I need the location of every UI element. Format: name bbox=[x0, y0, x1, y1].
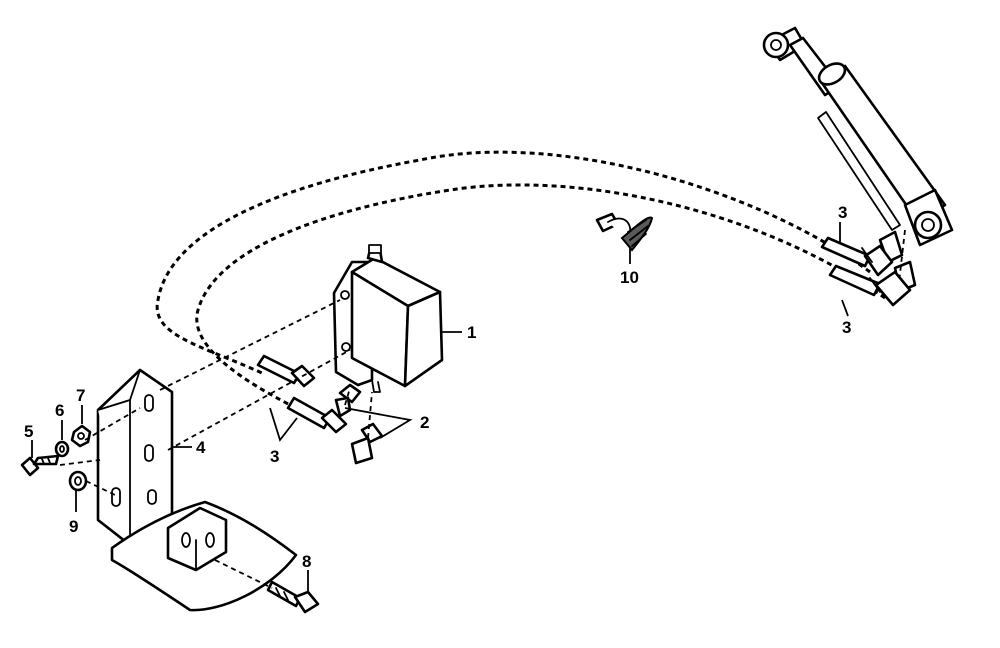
elbow-fitting-lower bbox=[350, 422, 384, 465]
hose-lines bbox=[155, 150, 886, 412]
washer-item-6 bbox=[54, 440, 70, 458]
callout-5: 5 bbox=[24, 422, 33, 441]
callout-4: 4 bbox=[196, 438, 206, 457]
hydraulic-cylinder bbox=[762, 26, 954, 301]
nut-item-7 bbox=[70, 424, 92, 448]
bolt-item-8 bbox=[266, 580, 320, 614]
bolt-item-5 bbox=[20, 454, 60, 477]
callout-7: 7 bbox=[76, 386, 85, 405]
hose-fitting-lower-right bbox=[828, 264, 912, 307]
hose-fitting-upper-right bbox=[820, 236, 894, 277]
callout-8: 8 bbox=[302, 552, 311, 571]
callout-1: 1 bbox=[467, 323, 476, 342]
hose-fitting-lower-left bbox=[286, 396, 348, 434]
callout-3-lower-right: 3 bbox=[842, 318, 851, 337]
assembly-guide-lines bbox=[59, 299, 373, 589]
callout-3-center: 3 bbox=[270, 447, 279, 466]
elbow-fitting-upper bbox=[334, 383, 362, 418]
callout-9: 9 bbox=[69, 517, 78, 536]
hose-fitting-upper-left bbox=[256, 354, 316, 388]
callout-2: 2 bbox=[420, 413, 429, 432]
wire-harness bbox=[595, 212, 654, 252]
washer-item-9 bbox=[68, 470, 88, 492]
mounting-bracket bbox=[96, 368, 174, 547]
callout-labels: 1 2 3 3 3 4 5 6 7 8 9 10 bbox=[24, 203, 851, 571]
callout-10: 10 bbox=[620, 268, 639, 287]
leader-lines bbox=[31, 222, 849, 592]
callout-3-upper-right: 3 bbox=[838, 203, 847, 222]
valve-block bbox=[332, 244, 444, 393]
floor-plate bbox=[110, 500, 298, 612]
callout-6: 6 bbox=[55, 401, 64, 420]
